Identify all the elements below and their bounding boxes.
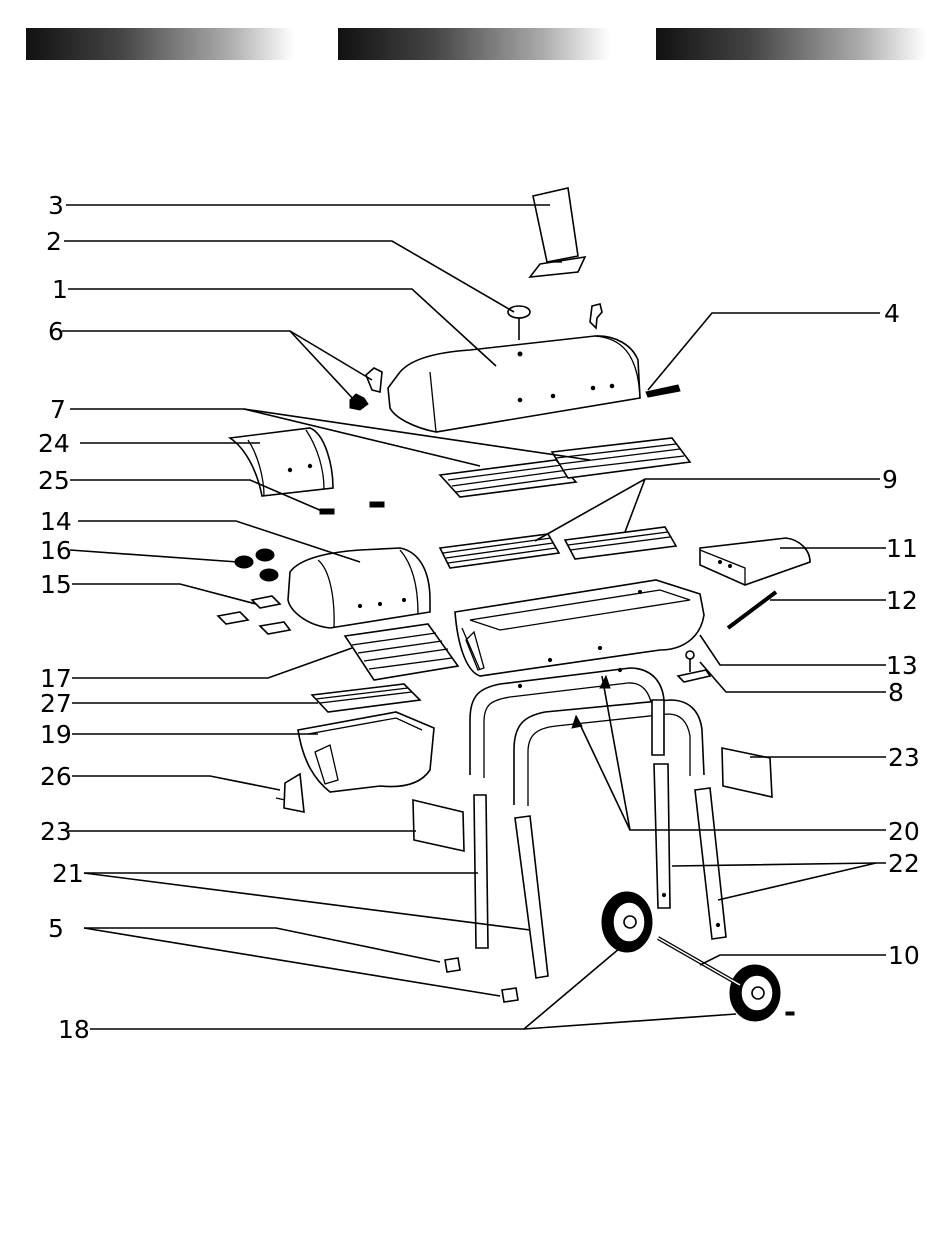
part-firebox-cover (288, 548, 430, 628)
callout-26: 26 (40, 762, 72, 791)
callout-4: 4 (884, 299, 900, 328)
part-small-brackets (320, 502, 384, 514)
callout-24: 24 (38, 429, 70, 458)
part-rod (728, 592, 776, 628)
part-lid-bracket (590, 304, 602, 328)
part-firebox-lid (230, 428, 333, 496)
callout-23-left: 23 (40, 817, 72, 846)
callout-16: 16 (40, 536, 72, 565)
callout-18: 18 (58, 1015, 90, 1044)
callout-2: 2 (46, 227, 62, 256)
callout-1: 1 (52, 275, 68, 304)
part-charcoal-grates (440, 527, 676, 568)
part-firebox (298, 712, 434, 792)
part-caps (445, 958, 518, 1002)
callout-7: 7 (50, 395, 66, 424)
callout-3: 3 (48, 191, 64, 220)
callout-15: 15 (40, 570, 72, 599)
callout-22: 22 (888, 849, 920, 878)
callout-23-right: 23 (888, 743, 920, 772)
callout-20: 20 (888, 817, 920, 846)
part-wheels (602, 892, 794, 1021)
callout-5: 5 (48, 914, 64, 943)
part-hinges (350, 368, 382, 410)
part-pads (218, 596, 290, 634)
callout-11: 11 (886, 534, 918, 563)
callout-10: 10 (888, 941, 920, 970)
callout-8: 8 (888, 678, 904, 707)
part-main-lid (388, 336, 640, 432)
part-axle (658, 938, 740, 985)
callout-13: 13 (886, 651, 918, 680)
part-damper (678, 651, 710, 682)
callout-9: 9 (882, 465, 898, 494)
callout-25: 25 (38, 466, 70, 495)
part-discs (235, 549, 278, 581)
callout-27: 27 (40, 689, 72, 718)
callout-21: 21 (52, 859, 84, 888)
part-cooking-chamber (455, 580, 704, 676)
callout-6: 6 (48, 317, 64, 346)
callout-14: 14 (40, 507, 72, 536)
part-firebox-grate (345, 624, 458, 680)
part-small-damper (276, 774, 304, 812)
part-side-shelf (700, 538, 810, 585)
part-cooking-grates (440, 438, 690, 497)
callout-19: 19 (40, 720, 72, 749)
part-chimney (530, 188, 585, 277)
callout-12: 12 (886, 586, 918, 615)
part-ash-grate (312, 684, 420, 712)
part-legs-left (474, 795, 548, 978)
